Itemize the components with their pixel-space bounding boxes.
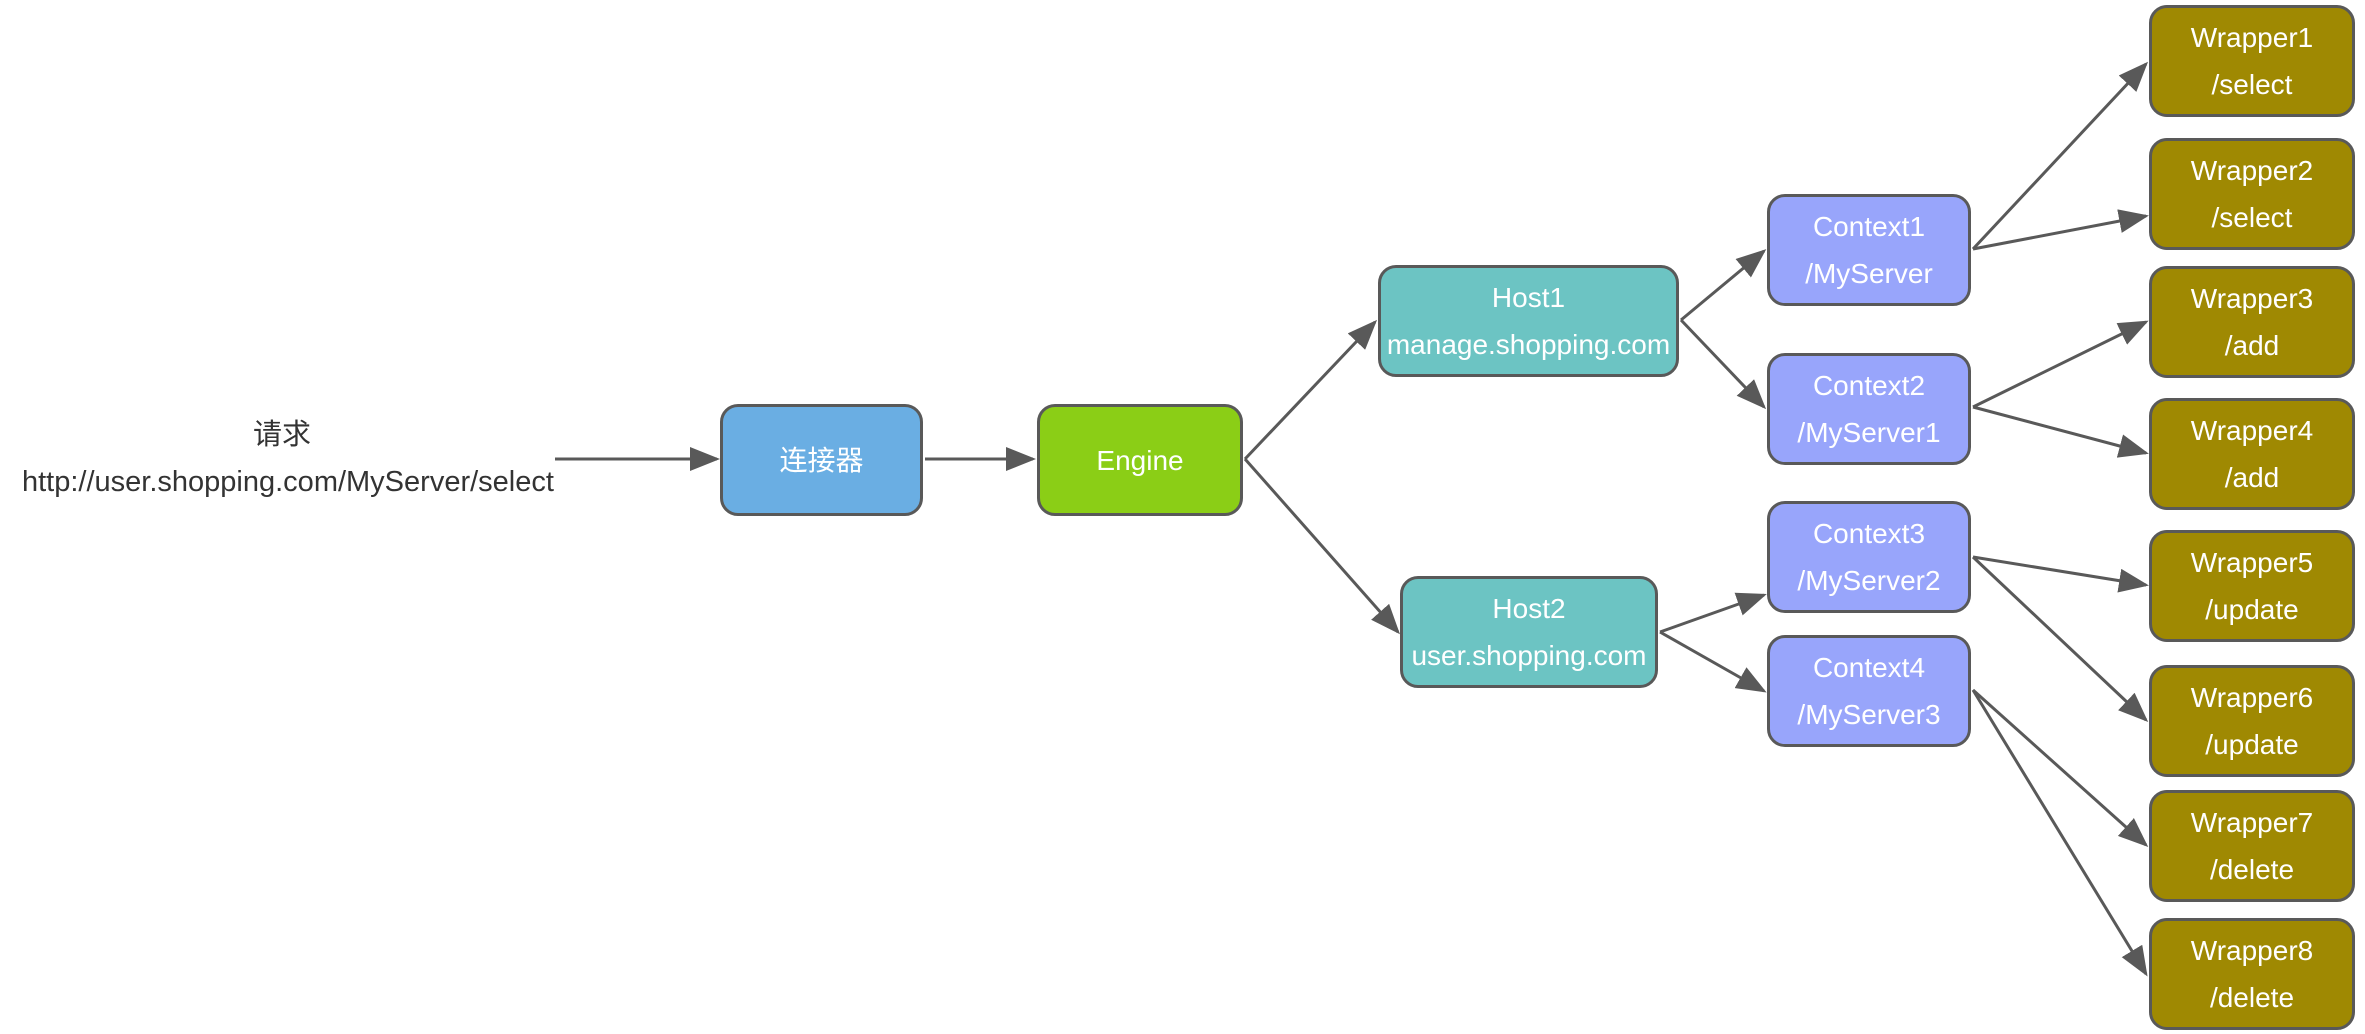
wrapper-path: /add: [2224, 330, 2280, 361]
wrapper-node-5: Wrapper5 /update: [2149, 530, 2355, 642]
context-node-3: Context3 /MyServer2: [1767, 501, 1971, 613]
wrapper-path: /update: [2205, 594, 2299, 625]
arrow-context3-to-wrapper5: [1972, 555, 2149, 593]
request-url: http://user.shopping.com/MyServer/select: [22, 466, 554, 498]
wrapper-node-3: Wrapper3 /add: [2149, 266, 2355, 378]
arrow-context4-to-wrapper8: [1971, 689, 2148, 977]
host-node-2: Host2 user.shopping.com: [1400, 576, 1658, 688]
arrow-context4-to-wrapper7: [1971, 688, 2149, 848]
wrapper-name: Wrapper1: [2190, 22, 2314, 53]
arrow-host2-to-context3: [1659, 592, 1767, 634]
wrapper-path: /delete: [2209, 854, 2295, 885]
wrapper-name: Wrapper5: [2190, 547, 2314, 578]
wrapper-path: /select: [2211, 69, 2293, 100]
connector-label: 连接器: [779, 444, 864, 476]
context-path: /MyServer1: [1797, 417, 1941, 448]
engine-label: Engine: [1096, 444, 1184, 476]
wrapper-name: Wrapper7: [2190, 807, 2314, 838]
arrow-context2-to-wrapper4: [1972, 405, 2149, 458]
wrapper-name: Wrapper6: [2190, 682, 2314, 713]
request-title: 请求: [252, 419, 311, 451]
context-name: Context3: [1812, 518, 1926, 549]
engine-node: Engine: [1037, 404, 1243, 516]
arrow-context1-to-wrapper2: [1972, 209, 2149, 251]
wrapper-path: /add: [2224, 462, 2280, 493]
context-node-1: Context1 /MyServer: [1767, 194, 1971, 306]
arrow-context1-to-wrapper1: [1971, 61, 2149, 251]
wrapper-path: /update: [2205, 729, 2299, 760]
host-domain: user.shopping.com: [1411, 640, 1647, 671]
arrow-engine-to-host2: [1243, 458, 1400, 635]
arrow-host2-to-context4: [1659, 630, 1767, 693]
host-node-1: Host1 manage.shopping.com: [1378, 265, 1679, 377]
host-domain: manage.shopping.com: [1386, 329, 1671, 360]
context-node-2: Context2 /MyServer1: [1767, 353, 1971, 465]
wrapper-node-8: Wrapper8 /delete: [2149, 918, 2355, 1030]
host-name: Host2: [1492, 593, 1566, 624]
context-name: Context1: [1812, 211, 1926, 242]
context-node-4: Context4 /MyServer3: [1767, 635, 1971, 747]
wrapper-node-7: Wrapper7 /delete: [2149, 790, 2355, 902]
wrapper-node-2: Wrapper2 /select: [2149, 138, 2355, 250]
wrapper-name: Wrapper3: [2190, 283, 2314, 314]
connector-node: 连接器: [720, 404, 923, 516]
arrow-host1-to-context2: [1679, 318, 1767, 410]
wrapper-node-1: Wrapper1 /select: [2149, 5, 2355, 117]
context-name: Context2: [1812, 370, 1926, 401]
request-label: 请求 http://user.shopping.com/MyServer/sel…: [22, 412, 554, 506]
wrapper-node-6: Wrapper6 /update: [2149, 665, 2355, 777]
arrow-context2-to-wrapper3: [1972, 320, 2149, 409]
wrapper-path: /delete: [2209, 982, 2295, 1013]
arrow-context3-to-wrapper6: [1971, 555, 2149, 723]
context-path: /MyServer3: [1797, 699, 1941, 730]
context-name: Context4: [1812, 652, 1926, 683]
wrapper-name: Wrapper2: [2190, 155, 2314, 186]
arrow-engine-to-host1: [1243, 319, 1378, 461]
arrow-host1-to-context1: [1680, 249, 1767, 322]
wrapper-path: /select: [2211, 202, 2293, 233]
context-path: /MyServer2: [1797, 565, 1941, 596]
wrapper-node-4: Wrapper4 /add: [2149, 398, 2355, 510]
host-name: Host1: [1491, 282, 1566, 313]
context-path: /MyServer: [1805, 258, 1933, 289]
wrapper-name: Wrapper8: [2190, 935, 2314, 966]
wrapper-name: Wrapper4: [2190, 415, 2314, 446]
